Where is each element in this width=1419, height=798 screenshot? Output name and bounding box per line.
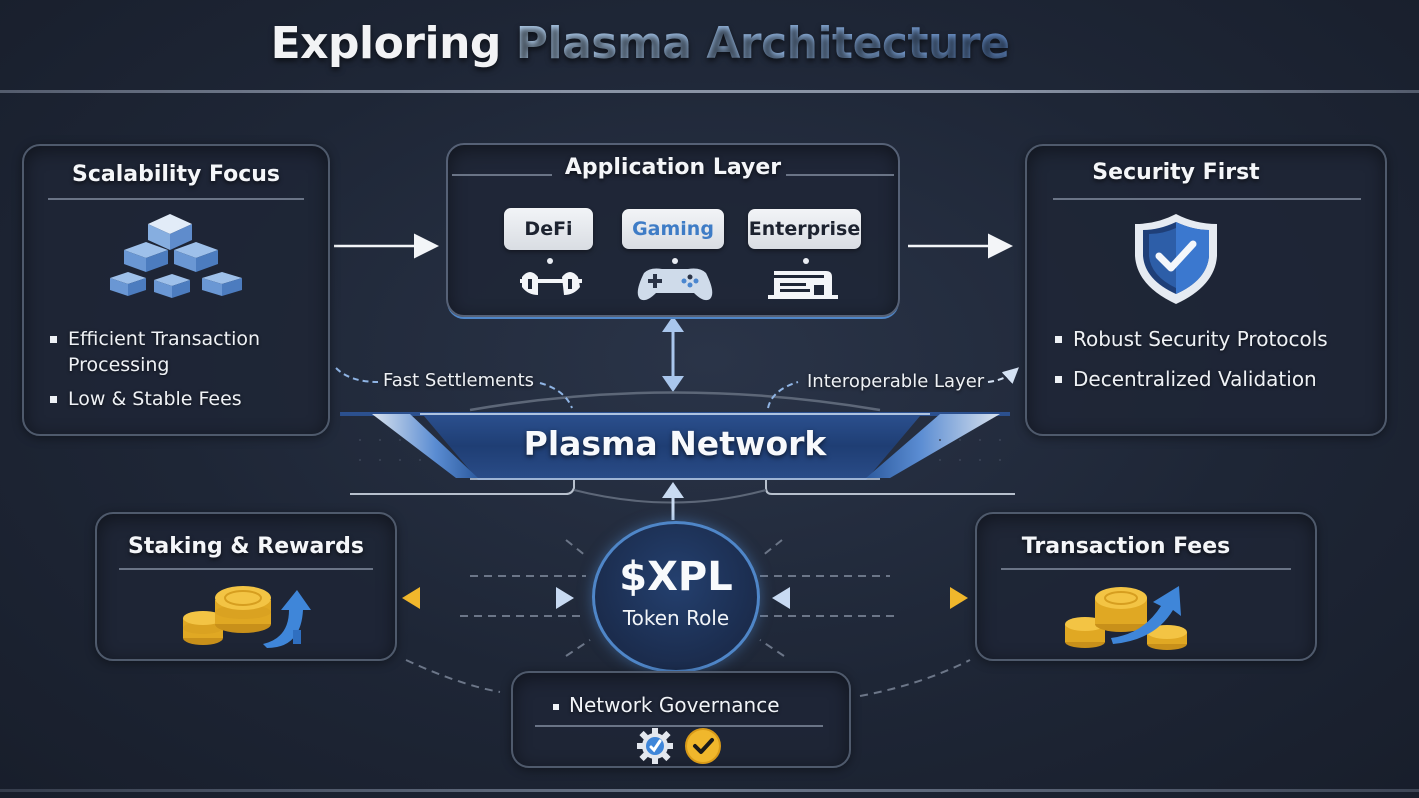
fees-panel: Transaction Fees [975, 512, 1317, 661]
footer-divider [0, 789, 1419, 792]
scalability-divider [48, 198, 304, 200]
rail-left [350, 480, 575, 495]
governance-label-wrap: Network Governance [553, 693, 780, 717]
token-symbol: $XPL [619, 554, 733, 600]
app-title-line-right [786, 174, 894, 176]
lead-line-fast-left [335, 367, 379, 383]
staking-panel: Staking & Rewards [95, 512, 397, 661]
lead-line-fast-right [539, 382, 573, 409]
staking-title: Staking & Rewards [127, 534, 365, 559]
security-title: Security First [1092, 160, 1260, 185]
staking-divider [119, 568, 373, 570]
arrow-head-fees [950, 587, 968, 609]
network-bar-left-edge [372, 414, 478, 478]
gear-icon [637, 728, 673, 764]
governance-panel: Network Governance [511, 671, 851, 768]
defi-connector-icon [520, 258, 582, 295]
arrow-head-token-left [556, 587, 574, 609]
stacked-blocks-icon [110, 214, 242, 298]
enterprise-building-icon [768, 258, 838, 299]
arrow-head-token-right [772, 587, 790, 609]
governance-label: Network Governance [569, 693, 780, 717]
coins-growth-icon [183, 586, 311, 648]
page-title: Exploring Plasma Architecture [0, 18, 1280, 69]
arrow-head-token-up [662, 482, 684, 498]
xpl-token-badge[interactable]: $XPL Token Role [592, 521, 760, 673]
bullet-marker [553, 704, 559, 710]
network-bar [340, 412, 1010, 480]
bullet-item: Efficient Transaction Processing [50, 326, 310, 378]
security-panel: Security First Robust Security Protocols… [1025, 144, 1387, 436]
application-layer-title: Application Layer [564, 155, 782, 180]
dot-texture [359, 439, 1001, 461]
fast-settlements-label: Fast Settlements [383, 370, 535, 391]
bullet-item: Decentralized Validation [1055, 366, 1375, 392]
title-blue: Plasma Architecture [515, 18, 1010, 69]
coins-arrow-icon [1065, 586, 1187, 650]
governance-divider [535, 725, 823, 727]
chip-enterprise[interactable]: Enterprise [748, 209, 861, 249]
title-white: Exploring [270, 18, 502, 69]
fees-divider [1001, 568, 1291, 570]
chip-gaming[interactable]: Gaming [622, 209, 724, 249]
application-layer-panel: Application Layer DeFi Gaming Enterprise [446, 143, 900, 317]
lead-line-interop-left [767, 381, 799, 409]
app-title-line-left [452, 174, 552, 176]
rail-right [765, 480, 1015, 495]
chip-defi[interactable]: DeFi [504, 208, 593, 250]
security-divider [1053, 198, 1361, 200]
bullet-item: Robust Security Protocols [1055, 326, 1375, 352]
title-divider [0, 90, 1419, 93]
fees-title: Transaction Fees [1021, 534, 1231, 559]
network-bottom-arc [573, 489, 767, 504]
arrow-head-down [662, 376, 684, 392]
plasma-network-title: Plasma Network [523, 424, 827, 463]
shield-check-icon [1135, 214, 1217, 304]
security-bullets: Robust Security Protocols Decentralized … [1055, 326, 1375, 400]
scalability-panel: Scalability Focus Efficient Transaction … [22, 144, 330, 436]
token-subtitle: Token Role [622, 606, 730, 630]
check-badge-icon [685, 728, 721, 764]
bullet-item: Low & Stable Fees [50, 386, 310, 412]
network-top-arc [469, 391, 881, 412]
interoperable-layer-label: Interoperable Layer [807, 371, 985, 392]
token-dashes [405, 539, 971, 697]
scalability-title: Scalability Focus [71, 162, 281, 187]
lead-line-interop-right [987, 367, 1019, 384]
gamepad-icon [637, 258, 713, 301]
scalability-bullets: Efficient Transaction Processing Low & S… [50, 326, 310, 420]
arrow-head-staking [402, 587, 420, 609]
arrow-head-up [662, 316, 684, 332]
network-bar-right-edge [866, 414, 1000, 478]
